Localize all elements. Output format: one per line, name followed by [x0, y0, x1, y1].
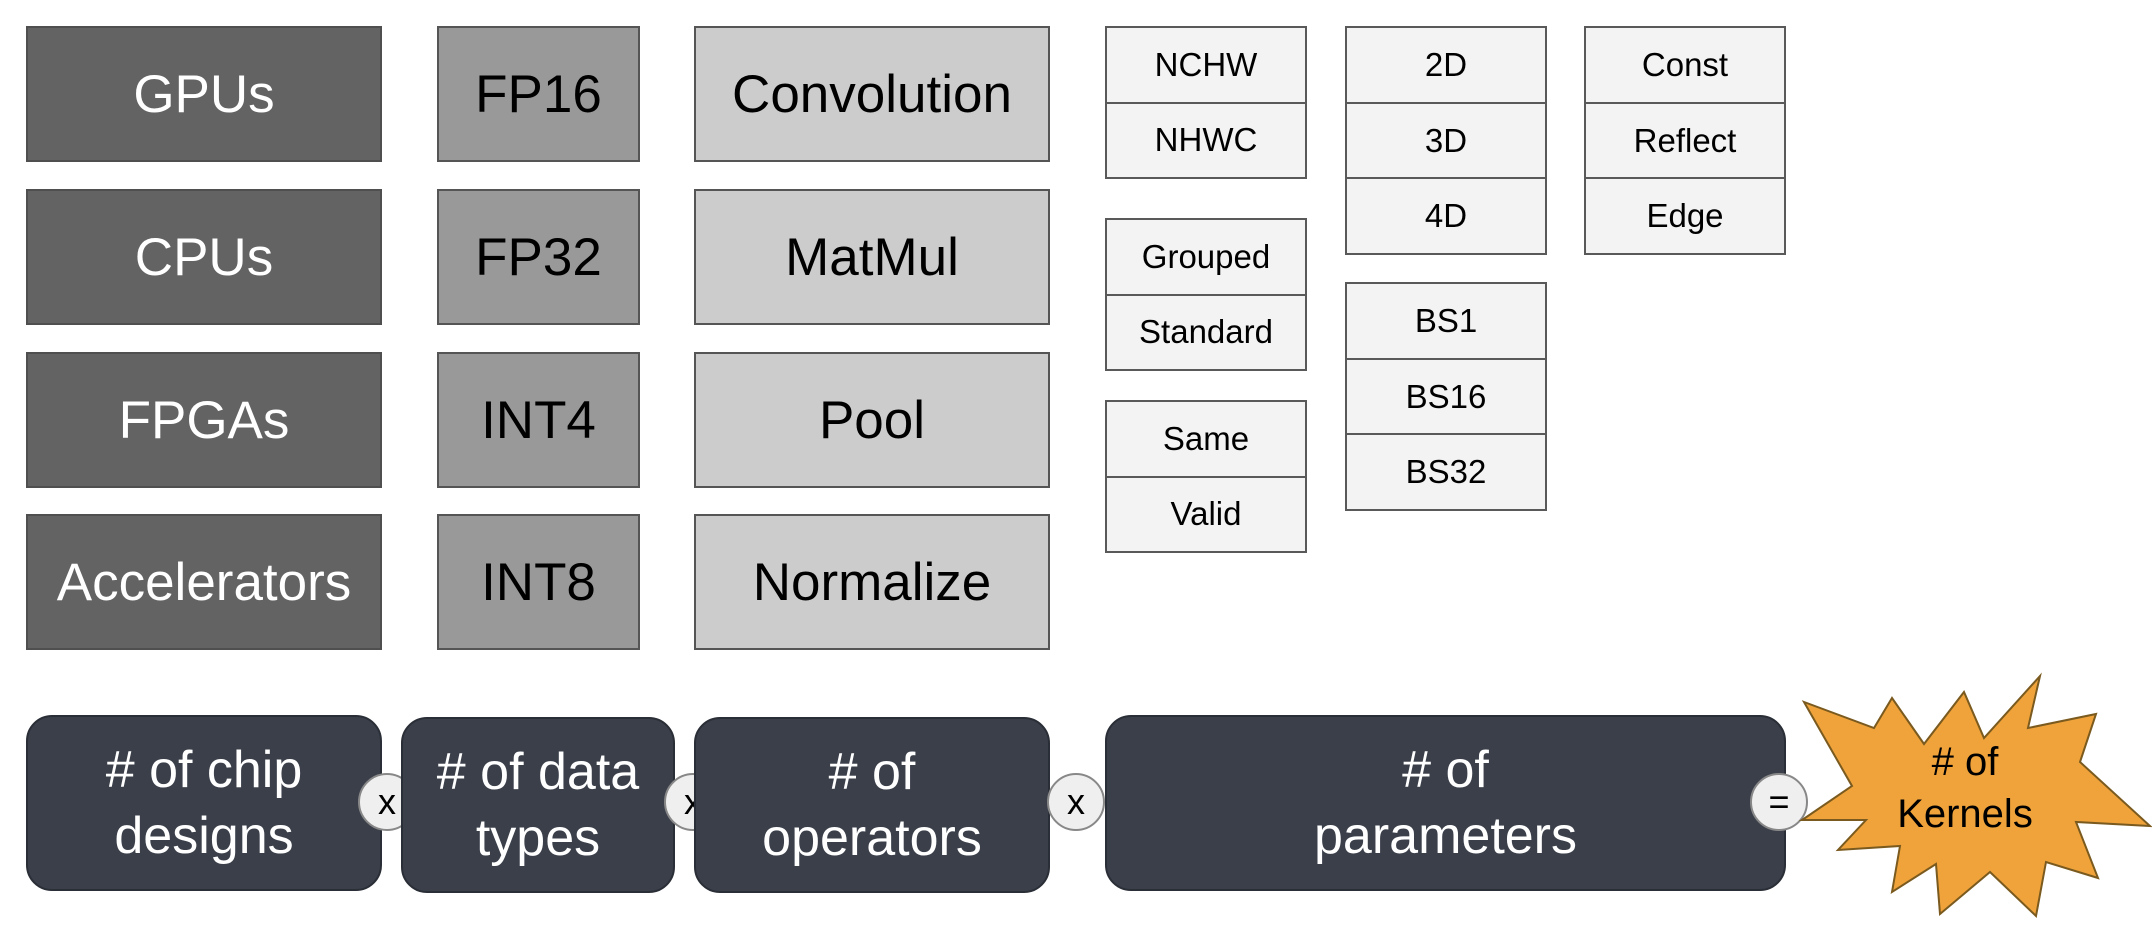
summary-dtype-line2: types	[475, 809, 601, 867]
param-edge: Edge	[1586, 177, 1784, 253]
dtype-fp16: FP16	[437, 26, 640, 162]
starburst-shape	[1798, 672, 2152, 919]
param-4d: 4D	[1347, 177, 1545, 253]
chip-gpus: GPUs	[26, 26, 382, 162]
param-nhwc: NHWC	[1107, 101, 1305, 178]
param-valid: Valid	[1107, 475, 1305, 552]
operator-pool: Pool	[694, 352, 1050, 488]
dtype-int8: INT8	[437, 514, 640, 650]
equals-symbol: =	[1750, 773, 1808, 831]
kernels-line1: # of	[1931, 740, 1999, 784]
param-nchw: NCHW	[1154, 45, 1258, 83]
param-same: Same	[1162, 419, 1250, 457]
dtype-int4: INT4	[437, 352, 640, 488]
param-3d: 3D	[1347, 101, 1545, 178]
summary-chip-line1: # of chip	[105, 741, 303, 799]
summary-chip-line2: designs	[114, 807, 294, 865]
param-const: Const	[1641, 45, 1729, 83]
param-bs1: BS1	[1414, 301, 1478, 339]
param-group-layout: NCHW NHWC	[1105, 26, 1307, 179]
param-grouped: Grouped	[1141, 237, 1271, 275]
operator-convolution: Convolution	[694, 26, 1050, 162]
param-group-dims: 2D 3D 4D	[1345, 26, 1547, 255]
param-group-conv-type: Grouped Standard	[1105, 218, 1307, 371]
param-bs16: BS16	[1347, 357, 1545, 434]
chip-accelerators: Accelerators	[26, 514, 382, 650]
kernels-starburst	[1798, 672, 2152, 919]
summary-dtype-line1: # of data	[436, 743, 640, 801]
param-reflect: Reflect	[1586, 101, 1784, 178]
chip-cpus: CPUs	[26, 189, 382, 325]
param-bs32: BS32	[1347, 433, 1545, 509]
dtype-fp32: FP32	[437, 189, 640, 325]
summary-operators: # of operators	[694, 717, 1050, 893]
summary-data-types: # of data types	[401, 717, 675, 893]
summary-chip-designs: # of chip designs	[26, 715, 382, 891]
kernels-label: # of Kernels	[1870, 736, 2060, 840]
multiply-symbol-3: x	[1047, 773, 1105, 831]
summary-op-line2: operators	[762, 809, 982, 867]
kernels-line2: Kernels	[1897, 792, 2033, 836]
operator-matmul: MatMul	[694, 189, 1050, 325]
chip-fpgas: FPGAs	[26, 352, 382, 488]
param-standard: Standard	[1107, 293, 1305, 370]
summary-parameters: # of parameters	[1105, 715, 1786, 891]
summary-op-line1: # of	[828, 743, 916, 801]
summary-param-line2: parameters	[1314, 807, 1577, 865]
summary-param-line1: # of	[1402, 741, 1489, 799]
param-group-batch-size: BS1 BS16 BS32	[1345, 282, 1547, 511]
param-group-padding-mode: Same Valid	[1105, 400, 1307, 553]
operator-normalize: Normalize	[694, 514, 1050, 650]
param-group-pad-type: Const Reflect Edge	[1584, 26, 1786, 255]
param-2d: 2D	[1424, 45, 1468, 83]
